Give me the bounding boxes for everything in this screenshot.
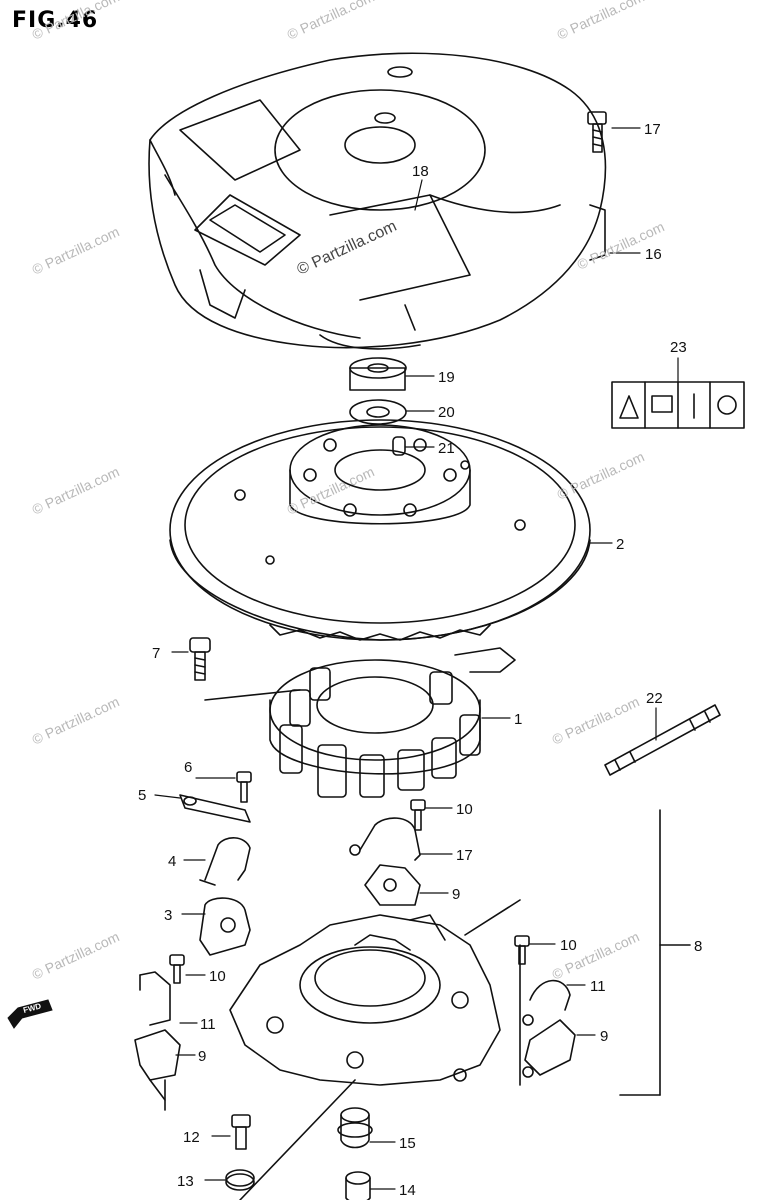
callout-4: 4 <box>168 853 176 870</box>
watermark: © Partzilla.com <box>30 928 122 982</box>
callout-16: 16 <box>645 246 662 263</box>
watermark-center: © Partzilla.com <box>295 218 400 279</box>
screw-6 <box>236 771 252 803</box>
reference-lines <box>164 809 691 1200</box>
callout-17: 17 <box>644 121 661 138</box>
bolt-7 <box>189 637 301 701</box>
callout-15: 15 <box>399 1135 416 1152</box>
callout-6: 6 <box>184 759 192 776</box>
nut-19 <box>349 357 407 391</box>
bracket-9-left <box>134 1029 181 1101</box>
callout-11: 11 <box>200 1016 216 1033</box>
clamp-5 <box>179 794 251 823</box>
callout-13: 13 <box>177 1173 194 1190</box>
stud-22 <box>604 704 721 776</box>
watermark: © Partzilla.com <box>550 693 642 747</box>
callout-1: 1 <box>514 711 522 728</box>
washer-20 <box>349 399 407 425</box>
clamp-17-middle <box>349 817 421 861</box>
callout-11: 11 <box>590 978 606 995</box>
callout-9: 9 <box>198 1048 206 1065</box>
grommet-15 <box>337 1107 373 1149</box>
screw-10-left <box>169 954 185 984</box>
collar-14 <box>345 1171 371 1200</box>
watermark: © Partzilla.com <box>30 223 122 277</box>
stator-base-plate-8 <box>229 914 501 1086</box>
screw-10-right <box>514 935 530 965</box>
watermark: © Partzilla.com <box>30 463 122 517</box>
callout-labels: 17 18 16 23 19 20 21 2 7 1 22 6 5 10 17 … <box>138 121 702 1199</box>
bracket-3 <box>199 897 251 956</box>
callout-10: 10 <box>209 968 226 985</box>
watermark: © Partzilla.com <box>555 448 647 502</box>
callout-8: 8 <box>694 938 702 955</box>
callout-9: 9 <box>452 886 460 903</box>
callout-7: 7 <box>152 645 160 662</box>
clamp-4 <box>199 837 251 886</box>
figure-title: FIG.46 <box>12 8 99 33</box>
callout-22: 22 <box>646 690 663 707</box>
clamp-11-left <box>139 971 171 1026</box>
watermarks: © Partzilla.com © Partzilla.com © Partzi… <box>30 0 667 983</box>
callout-18: 18 <box>412 163 429 180</box>
callout-10: 10 <box>456 801 473 818</box>
watermark: © Partzilla.com <box>30 0 122 43</box>
callout-17: 17 <box>456 847 473 864</box>
callout-23: 23 <box>670 339 687 356</box>
fwd-arrow-icon: FWD <box>7 999 53 1029</box>
flywheel-2 <box>169 419 591 641</box>
bolt-12 <box>231 1114 251 1150</box>
bolt-17-top <box>587 111 607 153</box>
leader-lines <box>154 127 679 1190</box>
flywheel-cover <box>148 52 607 350</box>
watermark: © Partzilla.com <box>555 0 647 43</box>
warning-decal-23 <box>611 381 745 429</box>
watermark: © Partzilla.com <box>285 463 377 517</box>
watermark: © Partzilla.com <box>285 0 377 43</box>
bracket-9-right <box>522 1019 576 1078</box>
bracket-9-middle <box>364 864 421 906</box>
callout-12: 12 <box>183 1129 200 1146</box>
callout-10: 10 <box>560 937 577 954</box>
callout-21: 21 <box>438 440 455 457</box>
stator-1 <box>269 647 516 798</box>
callout-2: 2 <box>616 536 624 553</box>
washer-13 <box>225 1169 255 1191</box>
callout-20: 20 <box>438 404 455 421</box>
callout-14: 14 <box>399 1182 416 1199</box>
screw-10-middle <box>410 799 426 831</box>
callout-5: 5 <box>138 787 146 804</box>
watermark: © Partzilla.com <box>30 693 122 747</box>
callout-9: 9 <box>600 1028 608 1045</box>
clamp-11-right <box>522 979 571 1026</box>
callout-3: 3 <box>164 907 172 924</box>
callout-19: 19 <box>438 369 455 386</box>
